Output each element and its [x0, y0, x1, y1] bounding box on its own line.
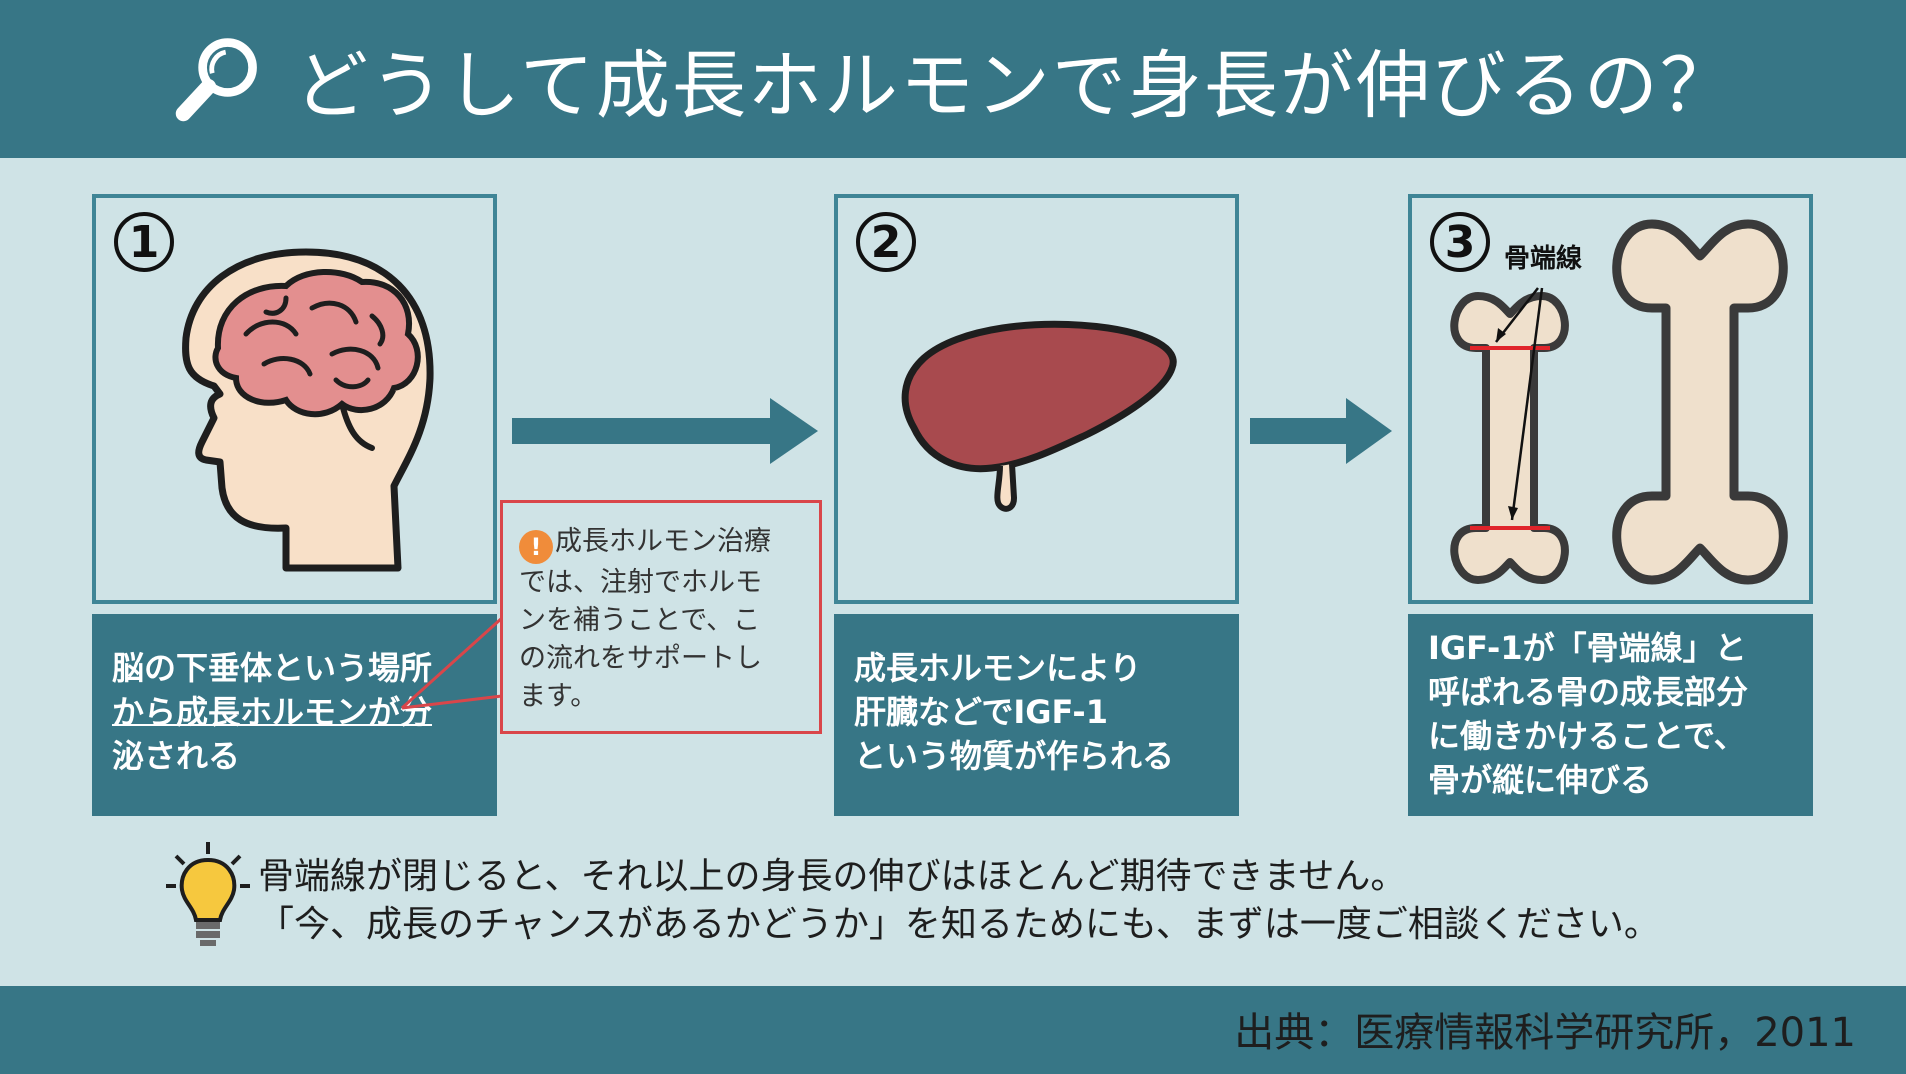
caption-line: に働きかけることで、 [1428, 717, 1746, 755]
header-bar: どうして成長ホルモンで身長が伸びるの？ [0, 0, 1906, 158]
caption-line: 肝臓などでIGF-1 [854, 693, 1108, 731]
caption-line: という物質が作られる [854, 737, 1175, 775]
step-3-panel: 3 骨端線 [1408, 194, 1813, 604]
caption-line: IGF-1が「骨端線」と [1428, 629, 1747, 667]
step-number-3: 3 [1430, 212, 1490, 272]
step-number-2: 2 [856, 212, 916, 272]
caption-line: 脳の下垂体という場所 [112, 649, 433, 687]
treatment-note: !成長ホルモン治療 では、注射でホルモ ンを補うことで、こ の流れをサポートし … [500, 500, 822, 734]
page-title: どうして成長ホルモンで身長が伸びるの？ [294, 42, 1736, 129]
note-line: !成長ホルモン治療 [519, 523, 807, 564]
step-2-panel: 2 [834, 194, 1239, 604]
liver-icon [901, 320, 1177, 512]
bones-icon [1450, 219, 1788, 585]
tip-line-2: 「今、成長のチャンスがあるかどうか」を知るためにも、まずは一度ご相談ください。 [258, 904, 1660, 945]
caption-line: 呼ばれる骨の成長部分 [1428, 673, 1749, 711]
arrow-right-icon [1250, 398, 1392, 464]
step-2-caption: 成長ホルモンにより 肝臓などでIGF-1 という物質が作られる [834, 614, 1239, 816]
note-line: では、注射でホルモ [519, 567, 762, 598]
footer-bar: 出典：医療情報科学研究所，2011 [0, 986, 1906, 1074]
note-line: ます。 [519, 681, 598, 712]
source-citation: 出典：医療情報科学研究所，2011 [1234, 1010, 1856, 1056]
caption-line: 泌される [112, 737, 241, 775]
step-1-caption: 脳の下垂体という場所 から成長ホルモンが分 泌される [92, 614, 497, 816]
caption-line: から成長ホルモンが分 [112, 693, 433, 731]
tip-line-1: 骨端線が閉じると、それ以上の身長の伸びはほとんど期待できません。 [258, 856, 1407, 897]
step-1-panel: 1 [92, 194, 497, 604]
growth-plate-label: 骨端線 [1504, 244, 1583, 274]
exclamation-icon: ! [519, 530, 553, 564]
magnifier-icon [175, 38, 257, 122]
lightbulb-icon [166, 842, 250, 946]
caption-line: 成長ホルモンにより [854, 649, 1142, 687]
arrow-right-icon [512, 398, 818, 464]
caption-line: 骨が縦に伸びる [1428, 761, 1653, 799]
callout-leader [400, 616, 504, 710]
head-brain-icon [182, 248, 434, 572]
note-line: の流れをサポートし [519, 643, 762, 674]
step-number-1: 1 [114, 212, 174, 272]
note-line: ンを補うことで、こ [519, 605, 761, 636]
step-3-caption: IGF-1が「骨端線」と 呼ばれる骨の成長部分 に働きかけることで、 骨が縦に伸… [1408, 614, 1813, 816]
